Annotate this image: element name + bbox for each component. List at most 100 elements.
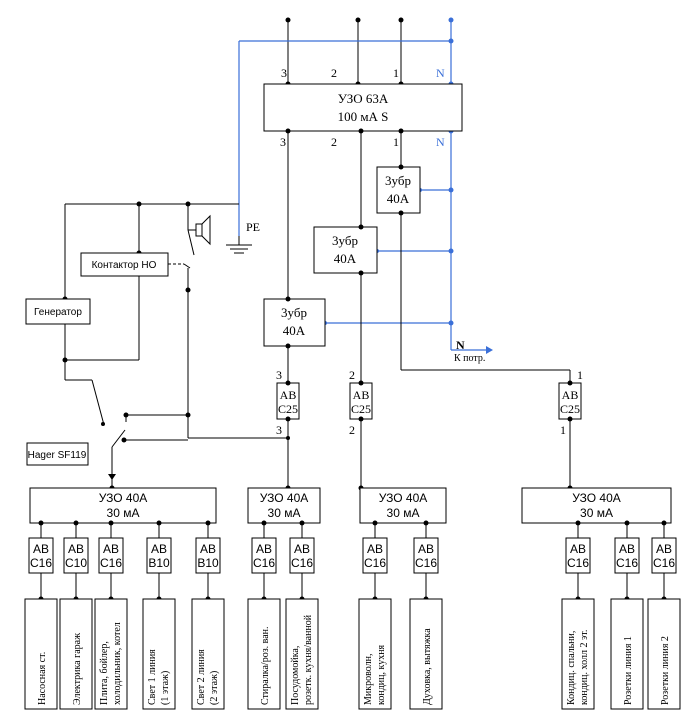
svg-text:Hager SF119: Hager SF119	[28, 450, 87, 461]
svg-text:3убр: 3убр	[332, 233, 358, 248]
breaker-line1: АВ	[367, 542, 383, 556]
breaker-line1: АВ	[294, 542, 310, 556]
svg-text:N: N	[436, 66, 445, 80]
svg-text:К потр.: К потр.	[454, 353, 485, 364]
load-label-1: Посудомойка,	[290, 646, 301, 705]
rcbo-1: 3убр 40А	[376, 164, 421, 216]
mid-outputs	[109, 419, 573, 491]
svg-text:40А: 40А	[334, 251, 357, 266]
generator-box: Генератор	[25, 298, 91, 325]
breaker-line2: В10	[197, 556, 219, 570]
breaker-line1: АВ	[570, 542, 586, 556]
load-label-1: Розетки линия 1	[623, 636, 634, 705]
breaker-line1: АВ	[33, 542, 49, 556]
svg-text:PE: PE	[246, 220, 260, 234]
rcd-line1: УЗО 40А	[99, 491, 148, 505]
transfer-switch: Hager SF119	[26, 442, 89, 466]
switch-contact-icon	[108, 268, 288, 480]
breaker-line1: АВ	[656, 542, 672, 556]
load-label-2: розетк. кухня/ванной	[303, 614, 314, 705]
breaker-line2: С16	[253, 556, 275, 570]
rcbo-3: 3убр 40А	[263, 296, 326, 349]
load-label-1: Розетки линия 2	[660, 636, 671, 705]
breaker-line2: С16	[30, 556, 52, 570]
svg-text:Генератор: Генератор	[34, 307, 82, 318]
breaker-line2: С16	[100, 556, 122, 570]
load-label-2: холодильник, котел	[112, 622, 123, 705]
breaker-line1: АВ	[280, 388, 297, 402]
load-label-2: (1 этаж)	[160, 671, 171, 705]
svg-text:2: 2	[331, 66, 337, 80]
load-label-1: Микроволн,	[363, 654, 374, 705]
main-rcd: УЗО 63А 100 мА S 3 2 1 N 3 2 1 N	[263, 66, 463, 149]
breaker-line1: АВ	[68, 542, 84, 556]
speaker-siren-icon	[187, 214, 211, 256]
rcd-line2: 30 мА	[580, 506, 613, 520]
breaker-line2: С25	[351, 402, 371, 416]
breaker-line2: С16	[364, 556, 386, 570]
breaker-line2: С16	[567, 556, 589, 570]
load-label-1: Свет 2 линия	[196, 649, 207, 705]
breaker-line2: С16	[653, 556, 675, 570]
contactor-no: Контактор НО	[80, 252, 191, 277]
svg-text:3убр: 3убр	[385, 173, 411, 188]
breaker-line1: АВ	[619, 542, 635, 556]
phase-wires	[287, 131, 402, 299]
svg-text:УЗО 63А: УЗО 63А	[338, 91, 389, 106]
load-label-2: кондиц. холл 2 эт.	[579, 630, 590, 705]
incoming-feeders	[285, 17, 404, 87]
load-label-1: Духовка, вытяжка	[422, 628, 433, 705]
load-label-1: Насосная ст.	[37, 652, 48, 705]
breaker-line2: С16	[616, 556, 638, 570]
breaker-line1: АВ	[200, 542, 216, 556]
svg-text:3убр: 3убр	[281, 305, 307, 320]
rcd-line1: УЗО 40А	[572, 491, 621, 505]
breaker-top-num: 1	[577, 368, 583, 382]
neutral-out-label: N К потр.	[454, 338, 485, 364]
load-label-2: (2 этаж)	[209, 671, 220, 705]
load-label-1: Стиралка/роз. ван.	[260, 626, 271, 705]
load-label-1: Кондиц. спальни,	[566, 631, 577, 705]
svg-text:2: 2	[331, 135, 337, 149]
pe-ground: PE	[226, 220, 260, 254]
rcd-line2: 30 мА	[387, 506, 420, 520]
breaker-line1: АВ	[353, 388, 370, 402]
load-label-1: Плита, бойлер,	[99, 641, 110, 705]
breaker-line1: АВ	[103, 542, 119, 556]
svg-text:1: 1	[393, 135, 399, 149]
rcd-line1: УЗО 40А	[260, 491, 309, 505]
rcd-line2: 30 мА	[107, 506, 140, 520]
svg-text:3: 3	[280, 135, 286, 149]
svg-text:N: N	[456, 338, 465, 352]
load-label-2: кондиц, кухня	[376, 644, 387, 705]
svg-text:N: N	[436, 135, 445, 149]
breaker-line2: С16	[291, 556, 313, 570]
load-label-1: Свет 1 линия	[147, 649, 158, 705]
breaker-bottom-num: 1	[560, 423, 566, 437]
svg-text:100 мА S: 100 мА S	[338, 109, 389, 124]
breaker-line1: АВ	[151, 542, 167, 556]
breaker-bottom-num: 2	[349, 423, 355, 437]
breaker-line2: В10	[148, 556, 170, 570]
rcd-line2: 30 мА	[268, 506, 301, 520]
load-label-1: Электрика гараж	[72, 633, 83, 705]
breaker-line1: АВ	[562, 388, 579, 402]
breaker-top-num: 2	[349, 368, 355, 382]
svg-text:40А: 40А	[387, 191, 410, 206]
